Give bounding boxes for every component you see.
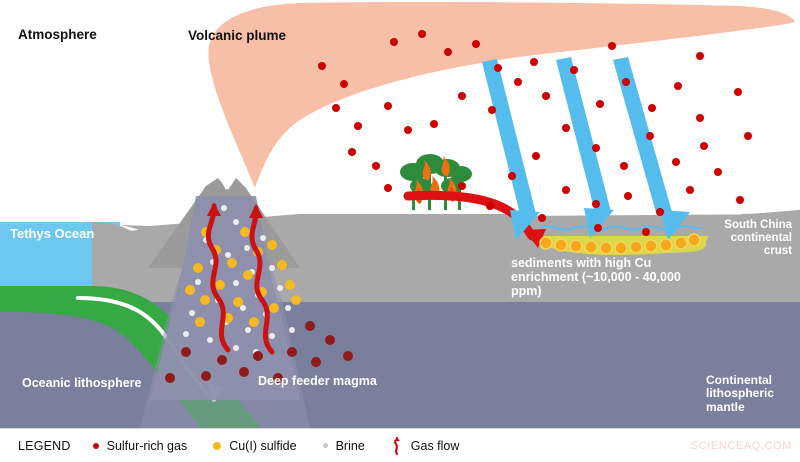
brine-dot-icon: [322, 443, 328, 448]
cross-section-svg: [0, 0, 800, 428]
acid-rain-arrows-group: [482, 57, 690, 240]
rain-arrow-1-head: [510, 210, 540, 240]
cu-transport-arrow-head: [524, 229, 546, 248]
legend-label-cu-sulfide: Cu(I) sulfide: [229, 438, 297, 453]
basin-water-surface: [539, 225, 703, 231]
legend-title: LEGEND: [18, 438, 71, 453]
legend-item-sulfur-rich-gas: Sulfur-rich gas: [92, 438, 188, 453]
rain-arrow-2-head: [584, 208, 614, 238]
volcano-crater-notch: [219, 172, 233, 190]
sulfur-gas-dot-icon: [92, 442, 99, 449]
legend-item-brine: Brine: [322, 438, 365, 453]
sulfur-gas-dots-deep: [165, 321, 353, 383]
cu-sulfide-dot-icon: [213, 441, 222, 450]
legend-label-brine: Brine: [335, 438, 365, 453]
rain-arrow-1: [482, 59, 536, 218]
legend-item-gas-flow: Gas flow: [391, 436, 460, 455]
gas-flow-arrow-left-head: [207, 202, 221, 216]
rain-arrow-3-head: [660, 210, 690, 240]
rain-arrow-2: [556, 57, 611, 216]
legend-label-sulfur-rich-gas: Sulfur-rich gas: [106, 438, 188, 453]
gas-flow-arrow-right: [249, 205, 275, 355]
rain-arrow-3: [613, 57, 672, 216]
legend-item-cu-sulfide: Cu(I) sulfide: [213, 438, 297, 453]
sediment-cu-circles-group: [539, 233, 701, 255]
gas-flow-arrow-right-head: [249, 204, 263, 218]
gas-flow-arrow-left: [205, 203, 231, 353]
legend-label-gas-flow: Gas flow: [410, 438, 460, 453]
geology-cross-section: Atmosphere Volcanic plume Tethys Ocean s…: [0, 0, 800, 428]
site-watermark: SCIENCEAQ.COM: [690, 440, 792, 452]
sediment-basin-floor: [512, 210, 800, 302]
sulfur-gas-dots-atmosphere: [318, 30, 752, 236]
gas-flow-arrow-icon: [391, 436, 403, 455]
volcanic-plume-shape: [208, 2, 795, 188]
legend-bar: LEGEND Sulfur-rich gas Cu(I) sulfide Bri…: [0, 428, 800, 462]
